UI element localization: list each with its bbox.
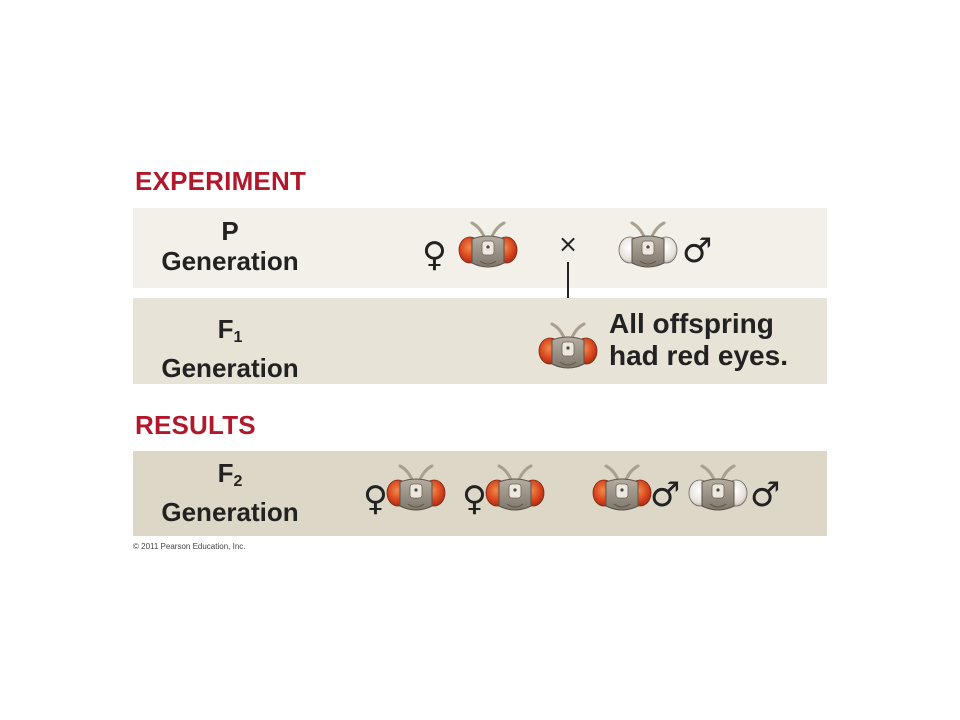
experiment-heading: EXPERIMENT	[135, 166, 307, 196]
f1-result-line-2: had red eyes.	[609, 340, 788, 371]
f1-result-line-1: All offspring	[609, 308, 774, 339]
f1-generation-label: F1 Generation	[148, 314, 312, 383]
male-symbol: ♂	[682, 231, 713, 271]
f1-result-text: All offspring had red eyes.	[609, 308, 788, 372]
f2-generation-symbol: F2	[217, 458, 243, 490]
cross-symbol: ×	[558, 230, 579, 258]
female-symbol: ♀	[462, 479, 487, 519]
red-eyed-female-fly-icon	[386, 464, 446, 512]
red-eyed-female-fly-icon	[458, 221, 518, 269]
p-generation-symbol: P	[221, 216, 239, 246]
red-eyed-male-fly-icon	[592, 464, 652, 512]
red-eyed-offspring-fly-icon	[538, 322, 598, 370]
f1-generation-symbol: F1	[217, 314, 243, 346]
f1-generation-text: Generation	[161, 353, 299, 383]
male-symbol: ♂	[750, 475, 781, 515]
p-generation-text: Generation	[161, 246, 299, 276]
f1-generation-band	[133, 298, 827, 384]
white-eyed-male-fly-icon	[688, 464, 748, 512]
results-heading: RESULTS	[135, 410, 256, 440]
female-symbol: ♀	[363, 479, 388, 519]
female-symbol: ♀	[422, 235, 447, 275]
f2-generation-text: Generation	[161, 497, 299, 527]
male-symbol: ♂	[650, 475, 681, 515]
p-generation-label: P Generation	[148, 216, 312, 276]
red-eyed-female-fly-icon	[485, 464, 545, 512]
f2-generation-label: F2 Generation	[148, 458, 312, 527]
copyright-notice: © 2011 Pearson Education, Inc.	[133, 542, 246, 551]
white-eyed-male-fly-icon	[618, 221, 678, 269]
